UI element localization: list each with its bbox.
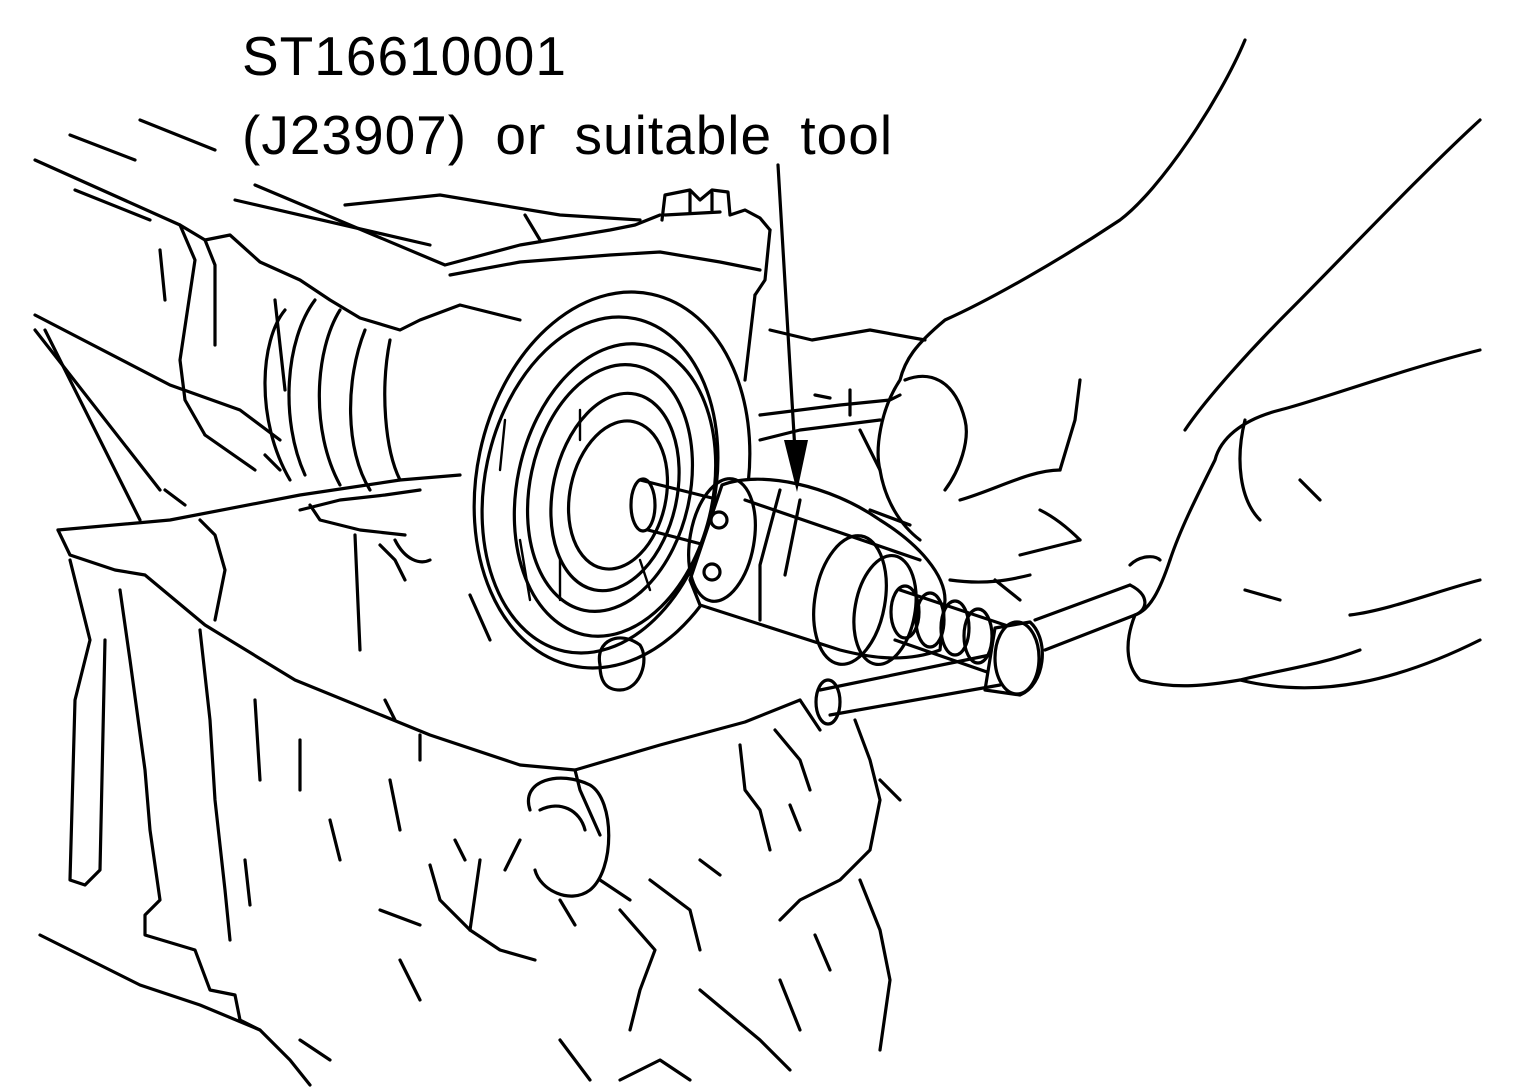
pilot-bearing-puller-tool bbox=[629, 163, 1147, 726]
tool-alternate-label: (J23907) or suitable tool bbox=[242, 104, 894, 166]
engine-block bbox=[33, 118, 927, 1087]
right-hand bbox=[1126, 118, 1482, 690]
left-hand bbox=[858, 38, 1247, 602]
tool-part-number-label: ST16610001 bbox=[242, 25, 567, 87]
crankshaft-rear-flange bbox=[263, 290, 752, 692]
